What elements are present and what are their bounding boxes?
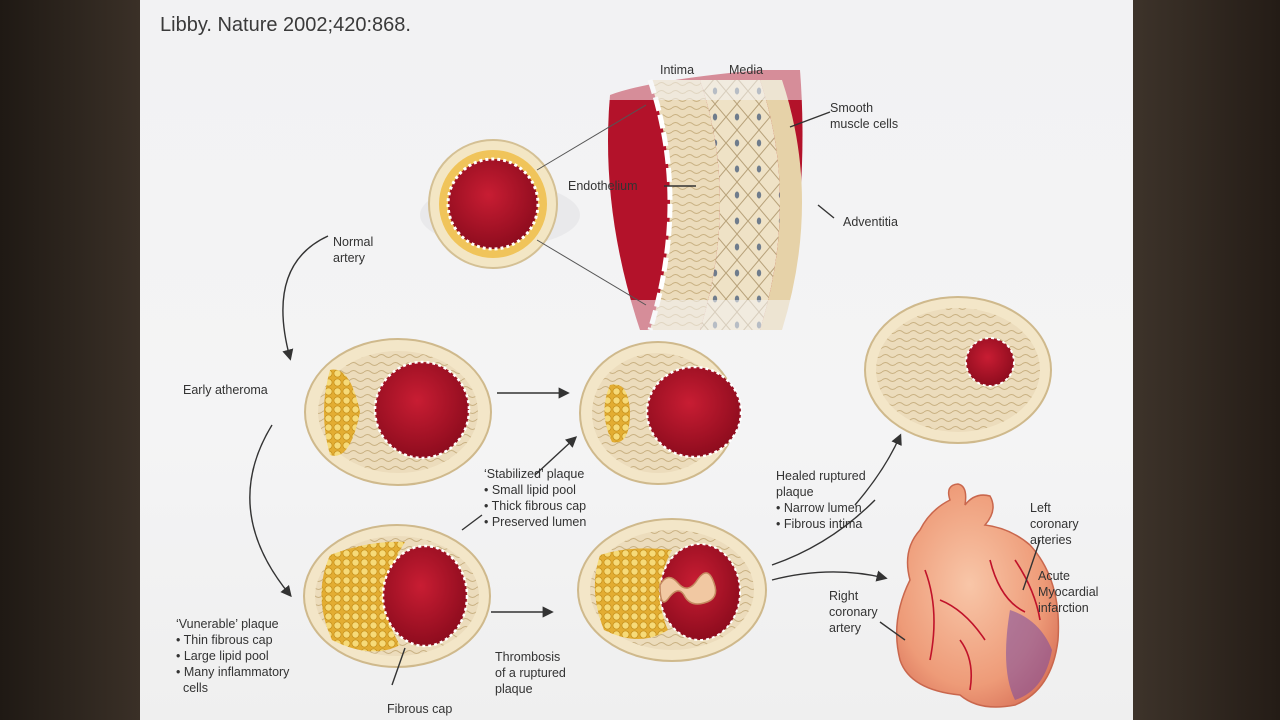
label-media: Media	[729, 63, 764, 77]
label-acute-myocardial-infarction: Acute Myocardial infarction	[1038, 569, 1099, 615]
heart-illustration	[895, 483, 1060, 708]
label-early-atheroma: Early atheroma	[183, 383, 268, 397]
label-normal-artery: Normal artery	[333, 235, 374, 265]
label-healed-ruptured-plaque: Healed ruptured plaque • Narrow lumen • …	[776, 469, 866, 531]
vessel-wall-section	[600, 60, 810, 340]
label-fibrous-cap: Fibrous cap	[387, 702, 453, 716]
label-adventitia: Adventitia	[843, 215, 898, 229]
label-thrombosis: Thrombosis of a ruptured plaque	[495, 650, 566, 696]
vulnerable-plaque-cross-section	[303, 524, 491, 668]
label-right-coronary-artery: Right coronary artery	[829, 589, 878, 635]
projection-wall-right	[1133, 0, 1280, 720]
normal-artery-cross-section	[420, 139, 580, 269]
label-vulnerable-plaque: ‘Vunerable’ plaque • Thin fibrous cap • …	[176, 617, 290, 695]
label-smooth-muscle-cells: Smooth muscle cells	[830, 101, 899, 131]
label-stabilized-plaque: ‘Stabilized’ plaque • Small lipid pool •…	[484, 467, 587, 529]
label-left-coronary-arteries: Left coronary arteries	[1030, 501, 1079, 547]
label-intima: Intima	[660, 63, 695, 77]
projection-wall-left	[0, 0, 140, 720]
healed-plaque-cross-section	[864, 296, 1052, 444]
stabilized-plaque-cross-section	[579, 341, 743, 485]
flow-arrows	[249, 111, 1041, 686]
citation-text: Libby. Nature 2002;420:868.	[160, 14, 411, 36]
early-atheroma-cross-section	[304, 338, 492, 486]
label-endothelium: Endothelium	[568, 179, 638, 193]
ruptured-plaque-cross-section	[577, 518, 767, 662]
